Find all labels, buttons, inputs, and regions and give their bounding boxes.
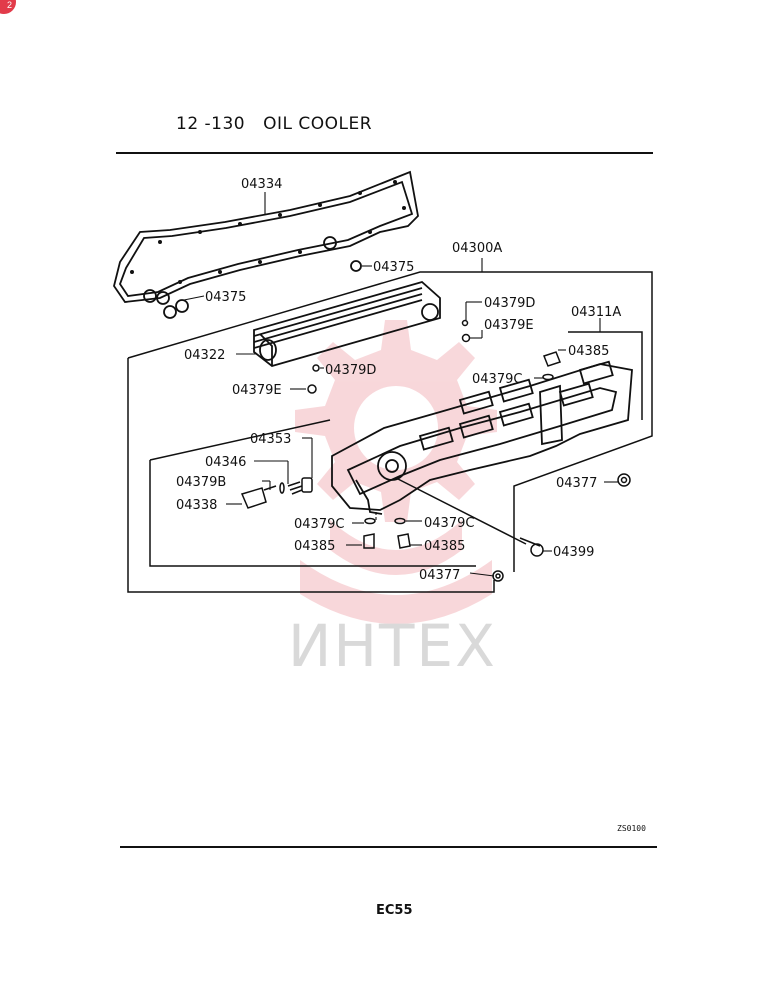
- oil-cooler-housing-04311A: [331, 360, 633, 515]
- label-04377-a: 04377: [556, 476, 597, 491]
- label-04338: 04338: [176, 498, 217, 513]
- leader-lines: [183, 192, 618, 577]
- label-04300A: 04300A: [452, 241, 502, 256]
- gasket-bolt-holes: [130, 180, 406, 284]
- part-labels: 04334 04375 04375 04300A 04379D 04379E 0…: [176, 177, 621, 583]
- bottom-rule: [120, 846, 657, 848]
- corner-badge: 2: [0, 0, 16, 14]
- drawing-reference-code: ZS0100: [617, 824, 646, 833]
- label-04377-b: 04377: [419, 568, 460, 583]
- label-04399: 04399: [553, 545, 594, 560]
- label-04385-a: 04385: [568, 344, 609, 359]
- label-04379D-a: 04379D: [484, 296, 535, 311]
- label-04379B: 04379B: [176, 475, 226, 490]
- label-04379C-b: 04379C: [294, 517, 344, 532]
- section-title: OIL COOLER: [263, 114, 373, 134]
- page-code: EC55: [376, 903, 413, 918]
- watermark-gear-icon: [295, 320, 497, 624]
- label-04385-b: 04385: [294, 539, 335, 554]
- assembly-frame-04311A: [149, 331, 643, 567]
- label-04379E-a: 04379E: [484, 318, 534, 333]
- top-rule: [116, 152, 653, 154]
- label-04334: 04334: [241, 177, 282, 192]
- cooler-element-04322: [253, 280, 441, 367]
- watermark-text: ИНТЕХ: [288, 612, 497, 680]
- label-04311A: 04311A: [571, 305, 621, 320]
- assembly-frame-04300A: [127, 271, 653, 593]
- page-title: 12 -130 OIL COOLER: [176, 114, 372, 134]
- label-04375-a: 04375: [373, 260, 414, 275]
- label-04379E-b: 04379E: [232, 383, 282, 398]
- label-04379D-b: 04379D: [325, 363, 376, 378]
- label-04322: 04322: [184, 348, 225, 363]
- label-04379C-c: 04379C: [424, 516, 474, 531]
- label-04379C-a: 04379C: [472, 372, 522, 387]
- label-04375-b: 04375: [205, 290, 246, 305]
- gasket-04334: [113, 170, 419, 319]
- label-04353: 04353: [250, 432, 291, 447]
- label-04385-c: 04385: [424, 539, 465, 554]
- section-number: 12 -130: [176, 114, 246, 134]
- label-04346: 04346: [205, 455, 246, 470]
- small-parts: [240, 319, 631, 582]
